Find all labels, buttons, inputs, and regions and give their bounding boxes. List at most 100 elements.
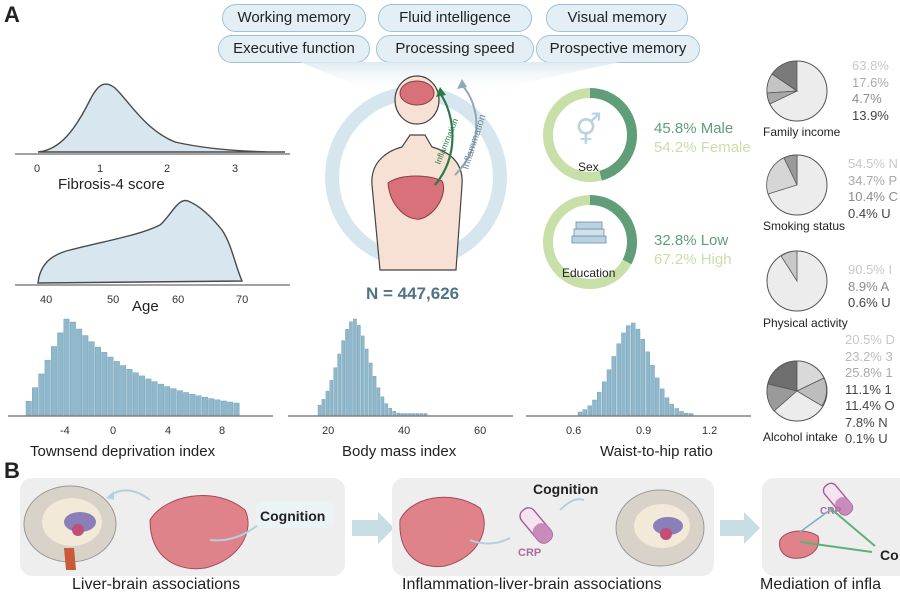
ai-value: 25.8% 1 bbox=[845, 365, 893, 380]
pie-alcohol-values: 20.5% D 23.2% 3 25.8% 1 11.1% 1 11.4% O … bbox=[845, 332, 895, 448]
fi-value: 13.9% bbox=[852, 107, 889, 123]
histogram-bar bbox=[107, 356, 114, 416]
brain-icon bbox=[399, 80, 435, 106]
crp-tube-icon-3 bbox=[822, 482, 854, 516]
histogram-bar bbox=[157, 383, 164, 416]
histogram-bar bbox=[321, 399, 326, 416]
panel-b-letter: B bbox=[4, 458, 20, 483]
b1-cognition: Cognition bbox=[260, 508, 325, 524]
histogram-bar bbox=[126, 369, 133, 416]
histogram-bar bbox=[412, 413, 416, 416]
histogram-bar bbox=[353, 318, 357, 416]
histogram-bar bbox=[170, 388, 177, 416]
histogram-bar bbox=[423, 413, 428, 416]
ai-value: 11.1% 1 bbox=[845, 381, 892, 397]
td-tick: 8 bbox=[219, 425, 225, 437]
histogram-bar bbox=[388, 408, 392, 416]
histogram-bar bbox=[94, 346, 101, 416]
histogram-bar bbox=[684, 412, 689, 416]
b3-caption: Mediation of infla bbox=[760, 576, 881, 593]
domain-fluid-intelligence: Fluid intelligence bbox=[378, 4, 532, 32]
age-tick-1: 50 bbox=[107, 294, 119, 306]
ai-value: 11.4% O bbox=[845, 398, 895, 413]
sex-label: Sex bbox=[578, 160, 599, 174]
histogram-bar bbox=[220, 400, 227, 416]
bmi-label: Body mass index bbox=[342, 443, 457, 460]
domain-visual-memory: Visual memory bbox=[546, 4, 688, 32]
histogram-bar bbox=[233, 402, 240, 416]
histogram-bar bbox=[606, 369, 612, 416]
ai-value: 7.8% N bbox=[845, 414, 888, 430]
pie-physical-activity bbox=[766, 250, 828, 312]
histogram-whr: 0.6 0.9 1.2 bbox=[526, 322, 751, 437]
fib-tick-3: 3 bbox=[232, 163, 238, 175]
histogram-bar bbox=[392, 410, 396, 416]
histogram-bar bbox=[101, 352, 108, 416]
histogram-bar bbox=[76, 328, 83, 416]
histogram-bar bbox=[329, 380, 334, 416]
histogram-bar bbox=[372, 376, 377, 416]
b2-caption: Inflammation-liver-brain associations bbox=[402, 576, 662, 593]
fi-value: 63.8% bbox=[852, 58, 889, 73]
histogram-bar bbox=[183, 392, 190, 416]
b2-crp: CRP bbox=[518, 547, 541, 559]
ai-value: 20.5% D bbox=[845, 332, 895, 347]
histogram-bar bbox=[679, 411, 684, 416]
pie-alcohol-intake bbox=[766, 360, 828, 422]
histogram-bar bbox=[189, 393, 196, 416]
pie-smoking-status bbox=[766, 154, 828, 216]
density-fibrosis4: 0 1 2 3 bbox=[15, 83, 290, 175]
histogram-bar bbox=[317, 405, 322, 416]
histogram-bar bbox=[577, 411, 583, 416]
histogram-bar bbox=[176, 390, 183, 416]
pie-smoking-label: Smoking status bbox=[763, 219, 846, 233]
pa-value: 0.6% U bbox=[848, 295, 891, 310]
ai-value: 0.1% U bbox=[845, 431, 888, 446]
domain-prospective-memory: Prospective memory bbox=[536, 35, 700, 63]
histogram-bar bbox=[333, 367, 338, 416]
fib-tick-1: 1 bbox=[97, 163, 103, 175]
education-donut: Education bbox=[543, 195, 637, 289]
td-tick: 4 bbox=[165, 425, 171, 437]
histogram-bar bbox=[51, 346, 57, 416]
age-tick-3: 70 bbox=[236, 294, 248, 306]
histogram-bar bbox=[63, 318, 70, 416]
histogram-bar bbox=[688, 413, 694, 416]
brain-section-icon-2 bbox=[615, 489, 705, 567]
domain-working-memory: Working memory bbox=[222, 4, 366, 32]
histogram-bar bbox=[626, 325, 631, 416]
b3-cognition: Co bbox=[880, 547, 899, 563]
sex-male-pct: 45.8% Male bbox=[654, 120, 734, 137]
histogram-bar bbox=[120, 365, 127, 416]
histogram-bar bbox=[113, 361, 120, 416]
histogram-bar bbox=[139, 375, 146, 416]
pie-physical-activity-label: Physical activity bbox=[763, 316, 848, 330]
histogram-bar bbox=[376, 387, 381, 416]
pie-family-income-values: 63.8% 17.6% 4.7% 13.9% bbox=[852, 58, 889, 124]
pa-value: 8.9% A bbox=[848, 278, 890, 294]
histogram-bar bbox=[201, 396, 208, 416]
histogram-bar bbox=[227, 401, 234, 416]
brain-section-icon bbox=[23, 485, 117, 570]
histogram-bar bbox=[419, 413, 424, 416]
histogram-bar bbox=[325, 390, 330, 416]
histogram-bar bbox=[669, 403, 675, 416]
histogram-bar bbox=[88, 341, 95, 416]
histogram-bar bbox=[380, 396, 385, 416]
fibrosis-label: Fibrosis-4 score bbox=[58, 176, 165, 193]
panel-a-letter: A bbox=[4, 2, 20, 27]
sex-symbol-icon: ⚥ bbox=[575, 112, 602, 148]
domain-processing-speed: Processing speed bbox=[376, 35, 534, 63]
td-tick: -4 bbox=[60, 425, 70, 437]
histogram-bar bbox=[601, 381, 607, 416]
bmi-tick: 20 bbox=[322, 425, 334, 437]
histogram-bar bbox=[587, 405, 592, 416]
histogram-bar bbox=[57, 332, 64, 416]
density-age: 40 50 60 70 bbox=[15, 199, 290, 306]
body-figure: Inflammation Inflammation bbox=[325, 75, 507, 271]
histogram-bar bbox=[25, 401, 32, 416]
histogram-bar bbox=[621, 332, 626, 416]
histogram-bar bbox=[360, 335, 365, 416]
pie-physical-activity-values: 90.5% I 8.9% A 0.6% U bbox=[848, 262, 892, 312]
flow-arrow-2 bbox=[720, 512, 760, 544]
